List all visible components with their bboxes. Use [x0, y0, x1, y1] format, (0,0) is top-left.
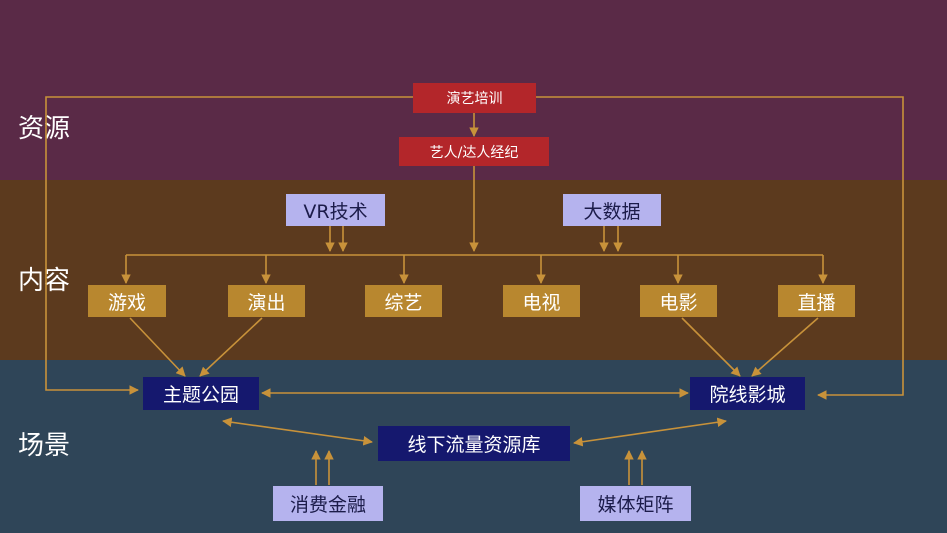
node-theme-park: 主题公园: [143, 377, 259, 410]
node-media-matrix: 媒体矩阵: [580, 486, 691, 521]
node-bigdata: 大数据: [563, 194, 661, 226]
node-agency: 艺人/达人经纪: [399, 137, 549, 166]
arrow-game-park: [129, 317, 186, 377]
frame-right-line: [536, 96, 904, 400]
node-variety: 综艺: [365, 285, 442, 317]
arrow-park-pool: [222, 417, 373, 446]
arrow-live-cinema: [751, 317, 819, 377]
node-tv: 电视: [503, 285, 580, 317]
frame-left-line: [45, 96, 413, 395]
node-film: 电影: [640, 285, 717, 317]
arrow-pool-cinema: [573, 417, 727, 447]
node-cinema: 院线影城: [690, 377, 805, 410]
layer-label-resource: 资源: [18, 114, 71, 144]
arrow-film-cinema: [681, 317, 741, 377]
layer-label-content: 内容: [18, 266, 71, 296]
node-consumer-finance: 消费金融: [273, 486, 383, 521]
node-live: 直播: [778, 285, 855, 317]
node-game: 游戏: [88, 285, 166, 317]
node-vr: VR技术: [286, 194, 385, 226]
node-training: 演艺培训: [413, 83, 536, 113]
layer-label-scene: 场景: [18, 431, 71, 461]
arrow-performance-park: [199, 317, 263, 377]
node-offline-pool: 线下流量资源库: [378, 426, 570, 461]
node-performance: 演出: [228, 285, 305, 317]
